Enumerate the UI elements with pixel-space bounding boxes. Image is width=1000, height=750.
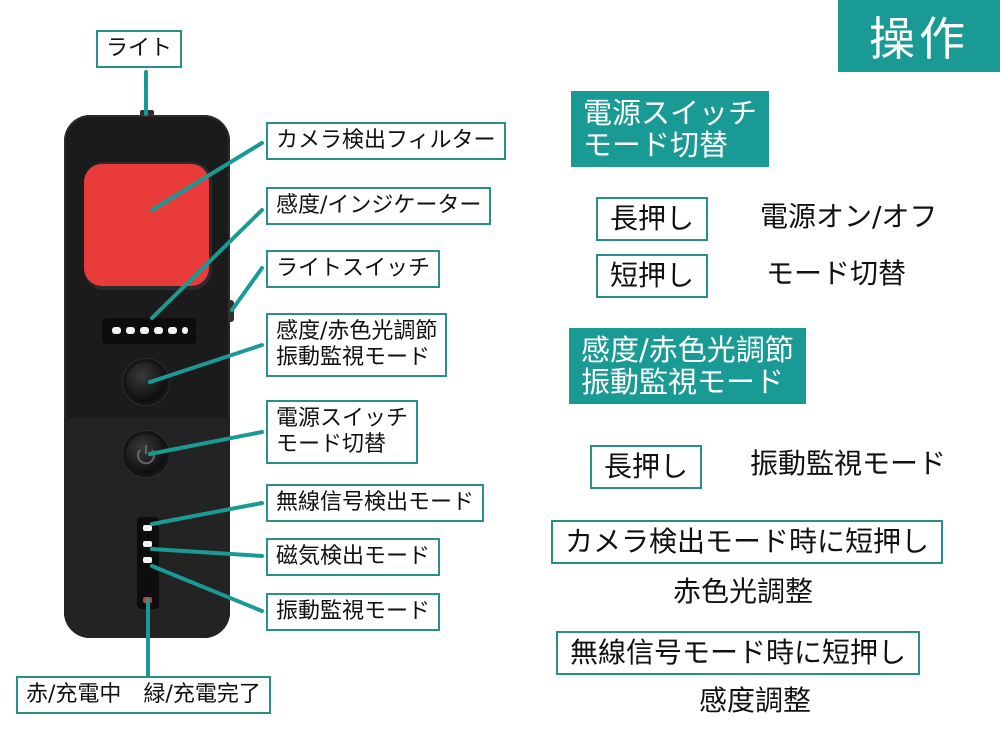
section-knob-heading: 感度/赤色光調節 振動監視モード	[569, 328, 806, 404]
red-adjust-text: 赤色光調整	[673, 575, 814, 608]
callout-vibration-mode: 振動監視モード	[266, 593, 441, 631]
callout-knob-line1: 感度/赤色光調節	[276, 319, 438, 344]
callout-power-line1: 電源スイッチ	[276, 406, 409, 431]
indicator-led	[154, 327, 163, 334]
indicator-led	[126, 327, 135, 334]
callout-light-switch: ライトスイッチ	[266, 250, 441, 288]
callout-sensitivity-indicator: 感度/インジケーター	[266, 187, 492, 225]
short-press-label: 短押し	[596, 254, 709, 298]
callout-light: ライト	[96, 30, 183, 68]
callout-wireless-mode: 無線信号検出モード	[266, 484, 485, 522]
vibration-monitor-text: 振動監視モード	[750, 447, 947, 480]
callout-camera-filter: カメラ検出フィルター	[266, 122, 506, 160]
callout-knob: 感度/赤色光調節 振動監視モード	[266, 313, 448, 377]
callout-power-line2: モード切替	[276, 432, 387, 457]
camera-filter-lens	[84, 164, 209, 286]
sensitivity-indicator	[102, 318, 196, 344]
power-onoff-text: 電源オン/オフ	[760, 200, 938, 233]
callout-knob-line2: 振動監視モード	[276, 345, 431, 370]
callout-power: 電源スイッチ モード切替	[266, 400, 419, 464]
section-power-heading-line1: 電源スイッチ	[583, 96, 758, 130]
wireless-short-press-box: 無線信号モード時に短押し	[556, 631, 921, 675]
callout-magnetic-mode: 磁気検出モード	[266, 538, 441, 576]
section-power-heading-line2: モード切替	[583, 128, 729, 162]
vibration-mode-led	[143, 557, 152, 563]
indicator-led	[112, 327, 121, 334]
sensitivity-knob[interactable]	[126, 362, 166, 402]
indicator-led	[182, 327, 188, 334]
section-knob-heading-line1: 感度/赤色光調節	[581, 333, 794, 367]
page-title: 操作	[838, 0, 1000, 72]
mode-switch-text: モード切替	[766, 257, 907, 290]
indicator-led	[168, 327, 177, 334]
wireless-mode-led	[143, 525, 152, 531]
callout-charging: 赤/充電中 緑/充電完了	[16, 676, 271, 714]
indicator-led	[140, 327, 149, 334]
section-knob-heading-line2: 振動監視モード	[581, 365, 785, 399]
camera-short-press-box: カメラ検出モード時に短押し	[551, 520, 944, 564]
long-press-label: 長押し	[596, 197, 709, 241]
sensitivity-adjust-text: 感度調整	[699, 684, 812, 717]
long-press-label-2: 長押し	[590, 445, 703, 489]
section-power-heading: 電源スイッチ モード切替	[571, 91, 770, 167]
magnetic-mode-led	[143, 541, 152, 547]
